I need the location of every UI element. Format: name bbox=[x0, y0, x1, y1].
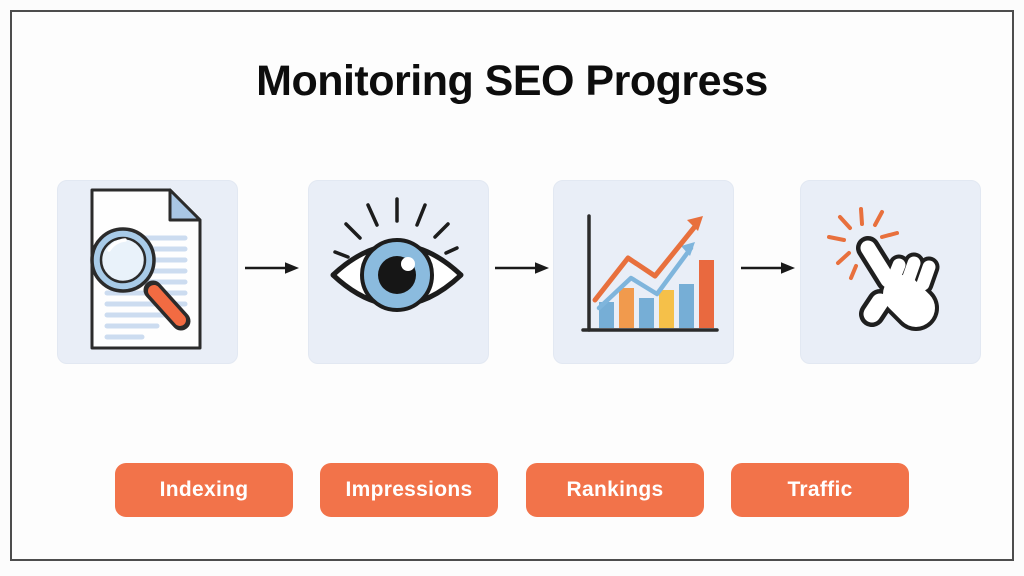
growth-chart-icon bbox=[553, 180, 734, 364]
step-card-traffic bbox=[800, 180, 981, 364]
label-text: Impressions bbox=[345, 478, 473, 501]
label-impressions: Impressions bbox=[320, 463, 498, 517]
label-rankings: Rankings bbox=[526, 463, 704, 517]
arrow-right-icon bbox=[493, 259, 551, 277]
label-text: Rankings bbox=[566, 478, 664, 501]
label-text: Indexing bbox=[159, 478, 249, 501]
click-hand-icon bbox=[800, 180, 981, 364]
document-search-icon bbox=[57, 180, 238, 364]
arrow-right-icon bbox=[739, 259, 797, 277]
arrow-right-icon bbox=[243, 259, 301, 277]
step-card-impressions bbox=[308, 180, 489, 364]
label-text: Traffic bbox=[787, 478, 853, 501]
label-indexing: Indexing bbox=[115, 463, 293, 517]
eye-icon bbox=[308, 180, 489, 364]
page-title: Monitoring SEO Progress bbox=[256, 57, 768, 105]
step-card-indexing bbox=[57, 180, 238, 364]
label-traffic: Traffic bbox=[731, 463, 909, 517]
step-card-rankings bbox=[553, 180, 734, 364]
